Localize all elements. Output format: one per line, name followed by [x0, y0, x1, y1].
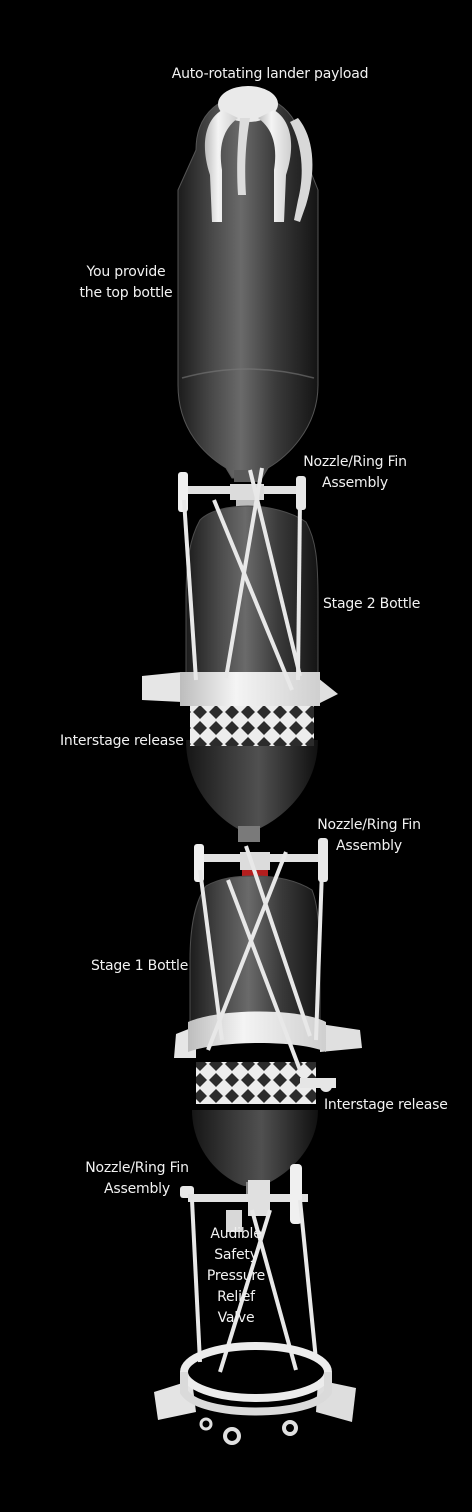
ring-fin-1 [174, 1011, 362, 1104]
ring-fin-bottom [154, 1342, 356, 1445]
label-interstage-release-2: Interstage release [324, 1097, 448, 1113]
label-nozzle-assembly-1: Nozzle/Ring Fin Assembly [303, 454, 407, 491]
label-top-bottle: You provide the top bottle [79, 264, 173, 301]
label-payload: Auto-rotating lander payload [171, 66, 369, 82]
label-nozzle-assembly-2: Nozzle/Ring Fin Assembly [317, 817, 421, 854]
struts-stage1 [198, 845, 324, 1071]
ring-fin-2 [142, 672, 338, 746]
label-stage2-bottle: Stage 2 Bottle [323, 596, 421, 612]
struts-stage2 [182, 467, 302, 691]
top-bottle [177, 94, 319, 482]
lander-payload [204, 86, 313, 222]
label-nozzle-assembly-3: Nozzle/Ring Fin Assembly [85, 1160, 189, 1197]
label-pressure-relief-valve: Audible Safety Pressure Relief Valve [206, 1226, 266, 1326]
label-interstage-release-1: Interstage release [60, 733, 184, 749]
nozzle-assembly-3 [180, 1164, 308, 1232]
label-stage1-bottle: Stage 1 Bottle [91, 958, 189, 974]
